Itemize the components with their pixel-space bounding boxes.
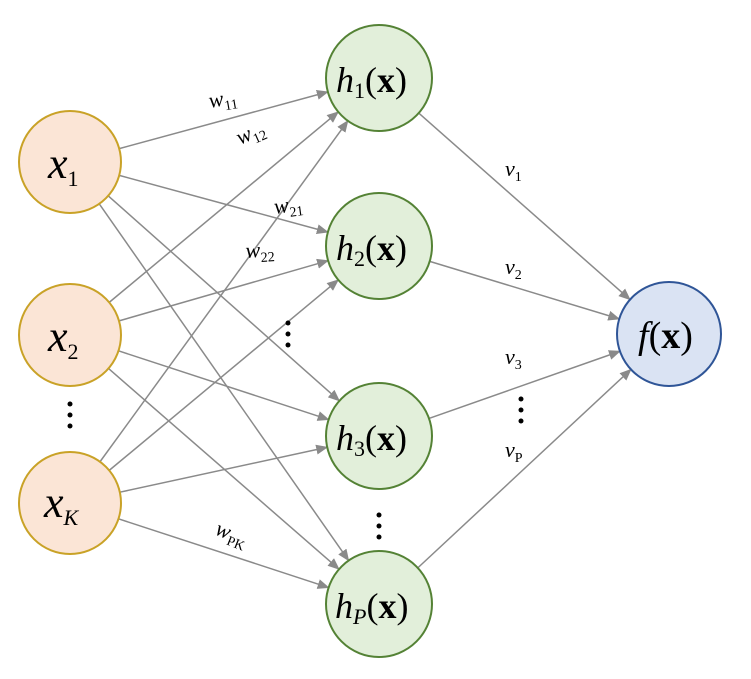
edge-hidden-4-to-output — [417, 368, 632, 569]
weight-label-w22: w22 — [245, 236, 276, 267]
edge-input-2-to-hidden-3 — [118, 350, 330, 421]
output-node-f: f(x) — [616, 281, 722, 387]
edge-hidden-2-to-output — [429, 260, 621, 321]
input-node-x2: x2 — [18, 283, 122, 387]
weight-label-vp: vP — [505, 437, 523, 466]
edge-input-2-to-hidden-1 — [108, 111, 340, 303]
svg-text:x2: x2 — [47, 312, 79, 364]
svg-text:f(x): f(x) — [638, 315, 693, 357]
svg-text:x1: x1 — [47, 139, 79, 191]
weight-label-wpk: wPK — [211, 515, 252, 554]
hidden-node-h1: h1(x) — [325, 24, 433, 132]
ellipsis-hidden-upper — [285, 320, 291, 348]
weight-label-w12: w12 — [232, 115, 270, 153]
edge-input-3-to-hidden-2 — [108, 279, 340, 471]
edge-input-1-to-hidden-3 — [107, 195, 341, 402]
ellipsis-output-weights — [518, 396, 524, 424]
input-node-x1: x1 — [18, 110, 122, 214]
ellipsis-inputs — [67, 401, 73, 429]
svg-text:h1(x): h1(x) — [336, 60, 407, 103]
edge-input-3-to-hidden-3 — [119, 444, 329, 493]
hidden-node-h2: h2(x) — [325, 192, 433, 300]
connection-edges — [98, 89, 632, 589]
edge-input-2-to-hidden-4 — [107, 367, 340, 570]
hidden-node-hp: hP(x) — [325, 550, 433, 658]
weight-label-v1: v1 — [505, 156, 522, 185]
hidden-node-h3: h3(x) — [325, 382, 433, 490]
svg-text:xK: xK — [43, 478, 80, 530]
weight-label-w11: w11 — [207, 83, 240, 116]
edge-input-1-to-hidden-1 — [119, 89, 329, 150]
svg-text:h2(x): h2(x) — [336, 228, 407, 271]
weight-label-w21: w21 — [272, 190, 304, 223]
svg-text:hP(x): hP(x) — [335, 586, 408, 629]
weight-label-v3: v3 — [505, 344, 522, 373]
edge-input-3-to-hidden-4 — [118, 518, 330, 589]
edge-hidden-3-to-output — [428, 350, 621, 420]
ellipsis-hidden-lower — [376, 512, 382, 540]
svg-text:h3(x): h3(x) — [336, 418, 407, 461]
weight-label-v2: v2 — [505, 254, 522, 283]
edge-input-1-to-hidden-2 — [119, 174, 329, 235]
edge-input-1-to-hidden-4 — [98, 203, 350, 562]
edge-input-3-to-hidden-1 — [99, 120, 349, 463]
edge-hidden-1-to-output — [418, 112, 631, 301]
input-node-xk: xK — [18, 451, 122, 555]
